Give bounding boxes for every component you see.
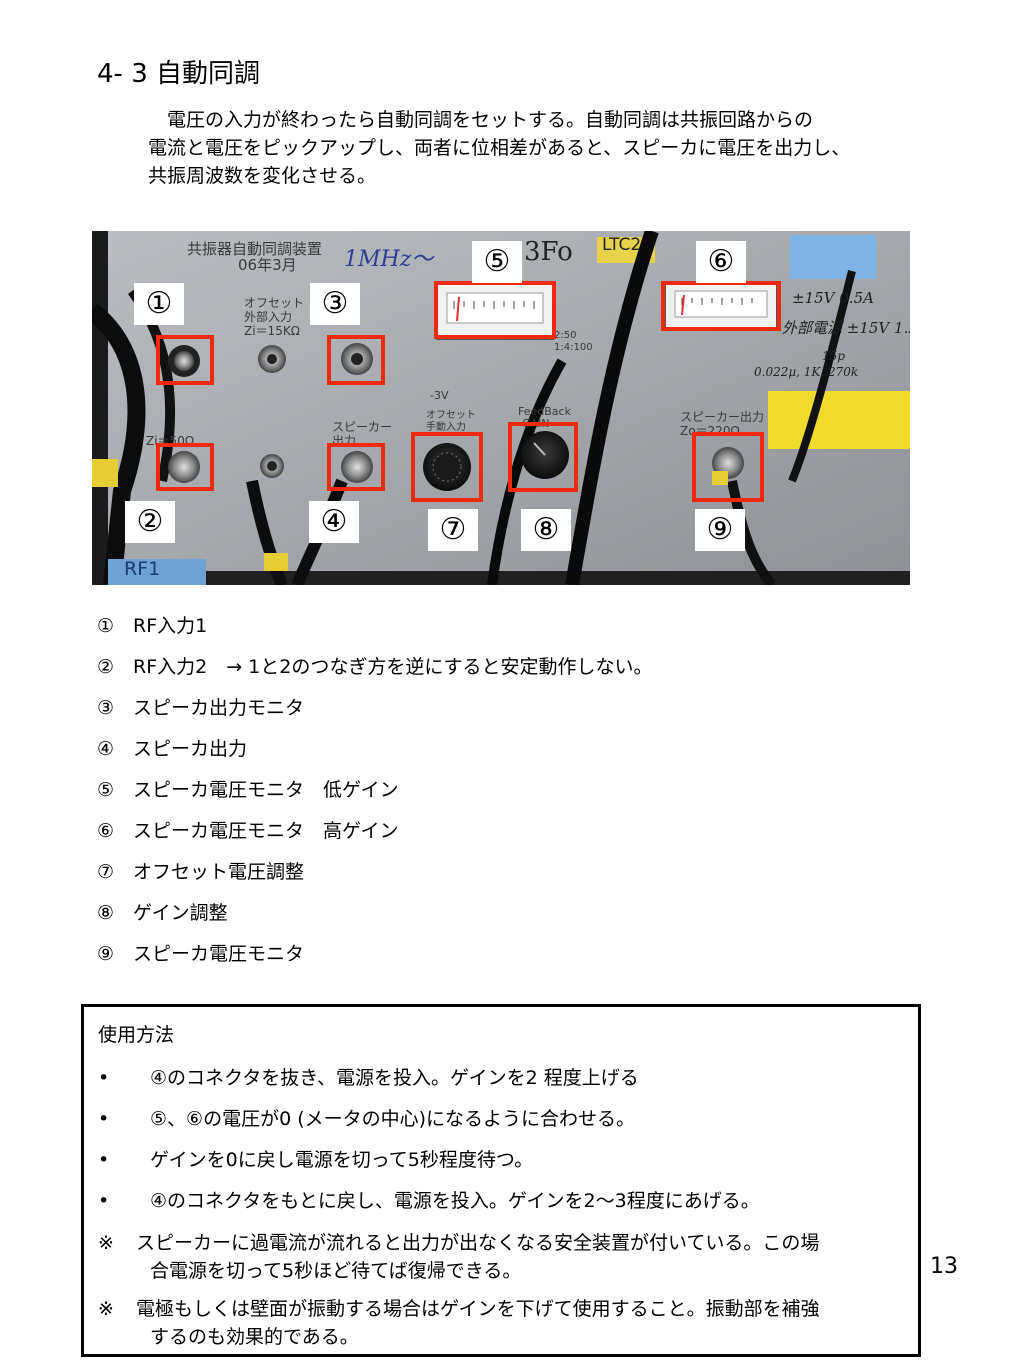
usage-step-text: ④のコネクタを抜き、電源を投入。ゲインを2 程度上げる (150, 1067, 639, 1089)
callout-label-7: ⑦ (428, 509, 478, 551)
panel-speaker-out-label: スピーカー (332, 420, 393, 434)
callout-label-8: ⑧ (521, 509, 571, 551)
usage-step-text: ④のコネクタをもとに戻し、電源を投入。ゲインを2～3程度にあげる。 (150, 1190, 760, 1212)
list-item: ⑦ オフセット電圧調整 (97, 852, 897, 893)
panel-speaker-out-right-label: スピーカー出力 (680, 410, 765, 424)
list-item: ⑧ ゲイン調整 (97, 893, 897, 934)
usage-note-text: 電極もしくは壁面が振動する場合はゲインを下げて使用すること。振動部を補強 するの… (136, 1295, 896, 1351)
panel-handwriting-right: 0.022μ, 1K, 270k (754, 365, 859, 379)
list-item-text: スピーカ電圧モニタ 高ゲイン (133, 820, 399, 842)
usage-note-line: 合電源を切って5秒ほど待てば復帰できる。 (150, 1260, 522, 1282)
device-photo: 共振器自動同調装置 06年3月 1MHz〜 3Fo LTC2 オフセット 外部入… (92, 231, 910, 585)
panel-ltc-label: LTC2 (602, 235, 642, 255)
panel-offset-ext-label: Zi＝15KΩ (244, 324, 300, 338)
list-item-text: スピーカ出力 (133, 738, 248, 760)
panel-handwriting-freq: 1MHz〜 (344, 247, 434, 272)
list-item-text: オフセット電圧調整 (133, 861, 305, 883)
bullet-mark: • (98, 1149, 110, 1171)
callout-label-6: ⑥ (696, 241, 746, 283)
list-item-number: ⑨ (97, 943, 115, 965)
highlight-box-2 (156, 443, 214, 491)
list-item: ⑨ スピーカ電圧モニタ (97, 934, 897, 975)
list-item-number: ② (97, 656, 115, 678)
note-mark: ※ (98, 1232, 114, 1254)
bullet-mark: • (98, 1067, 110, 1089)
usage-title: 使用方法 (98, 1024, 175, 1046)
usage-note-line: するのも効果的である。 (150, 1326, 359, 1348)
usage-step-text: ⑤、⑥の電圧が0 (メータの中心)になるように合わせる。 (150, 1108, 636, 1130)
list-item: ① RF入力1 (97, 606, 897, 647)
device-panel-drawing (92, 231, 910, 585)
panel-feedback-label: FeedBack (518, 405, 571, 418)
list-item-text: RF入力2 → 1と2のつなぎ方を逆にすると安定動作しない。 (133, 656, 653, 678)
page-title: 4- 3 自動同調 (97, 59, 260, 89)
component-list: ① RF入力1 ② RF入力2 → 1と2のつなぎ方を逆にすると安定動作しない。 ③… (97, 606, 897, 975)
panel-offset-manual-label: 手動入力 (426, 422, 466, 433)
panel-offset-manual-label: オフセット (426, 410, 476, 421)
panel-date-text: 06年3月 (238, 256, 297, 274)
list-item-number: ④ (97, 738, 115, 760)
list-item-number: ⑥ (97, 820, 115, 842)
panel-header-text: 共振器自動同調装置 (187, 240, 323, 258)
callout-label-2: ② (125, 501, 175, 543)
panel-handwriting-15p: 15p (822, 349, 845, 363)
usage-note-line: スピーカーに過電流が流れると出力が出なくなる安全装置が付いている。この場 (136, 1232, 820, 1254)
list-item-text: スピーカ電圧モニタ 低ゲイン (133, 779, 399, 801)
list-item-text: スピーカ出力モニタ (133, 697, 305, 719)
list-item: ② RF入力2 → 1と2のつなぎ方を逆にすると安定動作しない。 (97, 647, 897, 688)
intro-line: 電流と電圧をピックアップし、両者に位相差があると、スピーカに電圧を出力し、 (148, 137, 851, 159)
highlight-box-4 (327, 443, 385, 491)
panel-ratio-label: 1:4:100 (554, 342, 593, 353)
list-item-number: ① (97, 615, 115, 637)
callout-label-1: ① (134, 283, 184, 325)
callout-label-3: ③ (310, 283, 360, 325)
list-item-text: RF入力1 (133, 615, 208, 637)
list-item-number: ⑦ (97, 861, 115, 883)
panel-handwriting-right: 外部電源 ±15V 1.2A (782, 319, 910, 337)
highlight-box-1 (156, 335, 214, 385)
panel-handwriting-3fo: 3Fo (524, 237, 573, 267)
usage-box: 使用方法 • ④のコネクタを抜き、電源を投入。ゲインを2 程度上げる • ⑤、⑥… (81, 1004, 921, 1357)
list-item: ⑤ スピーカ電圧モニタ 低ゲイン (97, 770, 897, 811)
panel-offset-ext-label: 外部入力 (244, 310, 293, 324)
highlight-box-9 (692, 432, 764, 502)
bullet-mark: • (98, 1108, 110, 1130)
callout-label-9: ⑨ (695, 509, 745, 551)
panel-ratio-label: 2:50 (554, 330, 577, 341)
usage-note-text: スピーカーに過電流が流れると出力が出なくなる安全装置が付いている。この場 合電源… (136, 1229, 896, 1285)
page-number: 13 (930, 1254, 958, 1279)
bullet-mark: • (98, 1190, 110, 1212)
usage-note-line: 電極もしくは壁面が振動する場合はゲインを下げて使用すること。振動部を補強 (136, 1298, 820, 1320)
list-item: ③ スピーカ出力モニタ (97, 688, 897, 729)
list-item-text: ゲイン調整 (133, 902, 228, 924)
panel-rf1-tag: RF1 (124, 558, 161, 580)
usage-step-text: ゲインを0に戻し電源を切って5秒程度待つ。 (150, 1149, 534, 1171)
intro-line: 電圧の入力が終わったら自動同調をセットする。自動同調は共振回路からの (167, 109, 814, 131)
highlight-box-6 (661, 281, 781, 331)
callout-label-5: ⑤ (472, 241, 522, 283)
list-item-number: ⑧ (97, 902, 115, 924)
list-item: ⑥ スピーカ電圧モニタ 高ゲイン (97, 811, 897, 852)
highlight-box-3 (327, 335, 385, 385)
list-item-number: ⑤ (97, 779, 115, 801)
intro-paragraph: 電圧の入力が終わったら自動同調をセットする。自動同調は共振回路からの 電流と電圧… (148, 106, 908, 190)
highlight-box-8 (508, 422, 578, 492)
highlight-box-7 (411, 432, 483, 502)
list-item-number: ③ (97, 697, 115, 719)
list-item-text: スピーカ電圧モニタ (133, 943, 305, 965)
panel-handwriting-right: ±15V 0.5A (792, 289, 874, 307)
note-mark: ※ (98, 1298, 114, 1320)
intro-line: 共振周波数を変化させる。 (148, 165, 377, 187)
panel-offset-ext-label: オフセット (244, 296, 305, 310)
list-item: ④ スピーカ出力 (97, 729, 897, 770)
highlight-box-5 (434, 281, 556, 339)
panel-minus3v-label: -3V (430, 389, 449, 402)
callout-label-4: ④ (309, 501, 359, 543)
